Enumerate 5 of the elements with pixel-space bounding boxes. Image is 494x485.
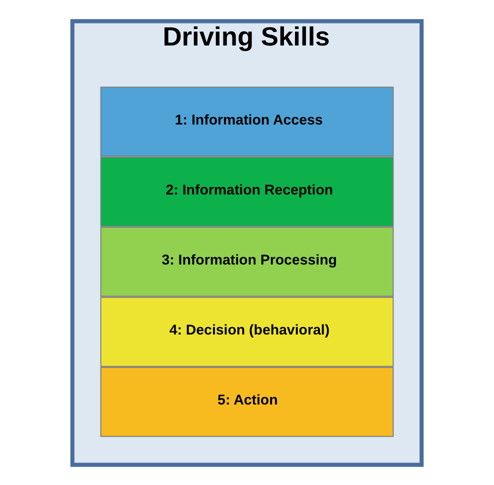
node-box: 3: Information Processing — [100, 226, 394, 296]
node-box: 1: Information Access — [100, 86, 394, 156]
node-box: 4: Decision (behavioral) — [100, 296, 394, 366]
node-box: 2: Information Reception — [100, 156, 394, 226]
node-box: 5: Action — [100, 366, 394, 436]
